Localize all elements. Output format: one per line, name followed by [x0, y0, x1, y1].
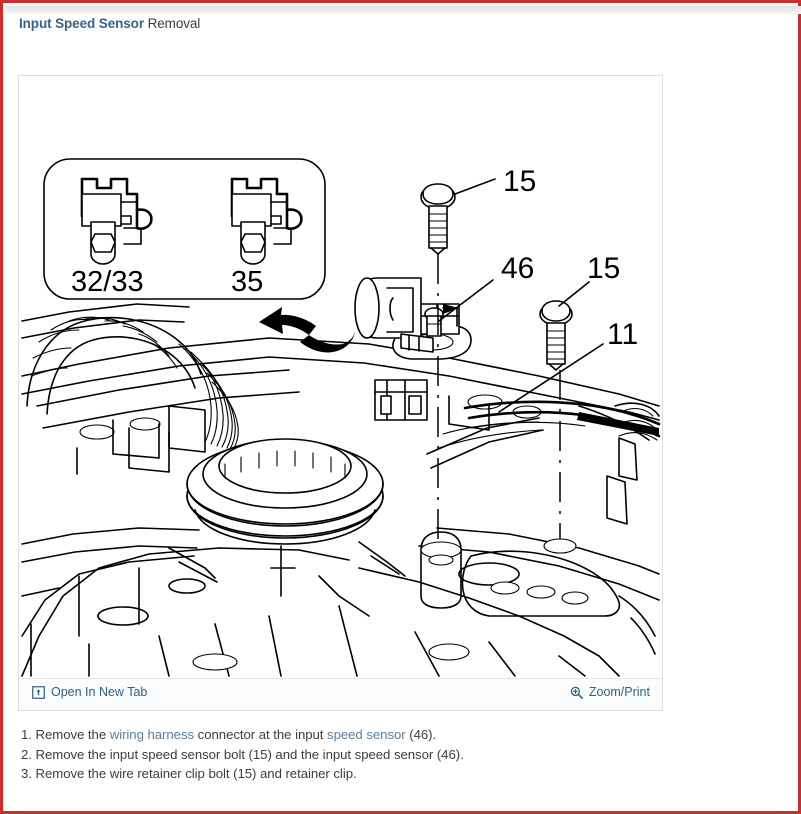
step-text: Remove the input speed sensor bolt (15) … — [35, 746, 464, 762]
instruction-step: 2. Remove the input speed sensor bolt (1… — [21, 745, 721, 765]
bolt-top — [420, 183, 456, 255]
step-link[interactable]: wiring harness — [109, 727, 195, 742]
figure-toolbar: Open In New Tab Zoom/Print — [19, 678, 662, 710]
inset-label-left: 32/33 — [71, 266, 144, 298]
callout-bolt-right-15: 15 — [558, 252, 620, 307]
open-in-new-tab-label: Open In New Tab — [51, 685, 148, 699]
bolt-right — [539, 300, 573, 371]
page-title-suffix: Removal — [143, 16, 201, 31]
magnifier-plus-icon — [570, 686, 583, 699]
sensor-boss — [420, 531, 462, 609]
wire-retainer-clip — [426, 400, 661, 469]
step-number: 2. — [21, 746, 36, 762]
input-speed-sensor-assembly — [354, 277, 472, 421]
step-number: 3. — [21, 766, 36, 781]
bearing-ring-housing — [97, 438, 520, 626]
open-in-new-tab-button[interactable]: Open In New Tab — [32, 685, 147, 699]
callout-label-46: 46 — [501, 252, 534, 285]
step-link[interactable]: speed sensor — [327, 727, 406, 742]
zoom-print-button[interactable]: Zoom/Print — [570, 685, 650, 699]
callout-label-15-right: 15 — [587, 252, 620, 285]
step-text: Remove the — [35, 727, 110, 742]
lower-right-mount-pad — [461, 550, 656, 655]
callout-bolt-top: 15 — [454, 165, 536, 198]
figure-panel: 15 46 15 11 — [18, 75, 663, 711]
wiring-harness-boot — [26, 316, 239, 473]
case-ribs-lower-left — [21, 527, 586, 677]
bolt-small-mid — [424, 307, 444, 337]
instruction-steps: 1. Remove the wiring harness connector a… — [21, 725, 721, 784]
instruction-step: 3. Remove the wire retainer clip bolt (1… — [21, 764, 721, 784]
callout-sensor-46: 46 — [438, 252, 534, 322]
step-text: Remove the wire retainer clip bolt (15) … — [35, 766, 357, 781]
window-top-gradient-bar — [6, 6, 801, 14]
inset-sensor-right: 35 — [230, 177, 303, 298]
inset-sensor-left: 32/33 — [71, 177, 153, 298]
step-number: 1. — [21, 727, 36, 742]
callout-retainer-11: 11 — [498, 318, 638, 413]
open-in-new-tab-icon — [32, 685, 45, 699]
inset-label-right: 35 — [231, 266, 263, 298]
page-title: Input Speed Sensor Removal — [19, 15, 759, 37]
inset-pointer-arrow — [259, 307, 355, 353]
zoom-print-label: Zoom/Print — [588, 685, 650, 699]
inset-detail-box: 32/33 35 — [43, 158, 326, 300]
step-text: connector at the input — [194, 727, 328, 742]
instruction-step: 1. Remove the wiring harness connector a… — [21, 725, 721, 745]
technical-diagram[interactable]: 15 46 15 11 — [19, 76, 662, 679]
page-title-link[interactable]: Input Speed Sensor — [19, 16, 144, 31]
callout-label-11: 11 — [607, 318, 638, 351]
step-text: (46). — [405, 727, 437, 742]
retainer-boss — [543, 538, 577, 554]
assembly-axis-lines — [437, 254, 561, 554]
callout-label-15-top: 15 — [503, 165, 536, 198]
